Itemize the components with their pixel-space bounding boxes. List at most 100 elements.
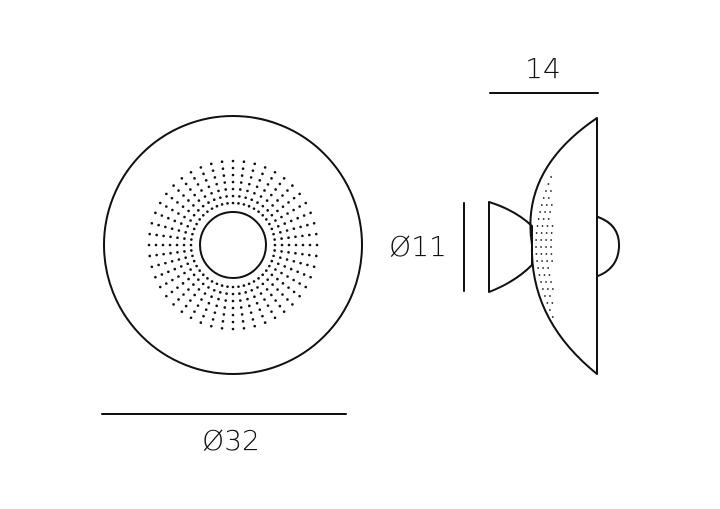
front-bulb-hole xyxy=(199,211,267,279)
perforation-dot xyxy=(270,193,273,197)
perforation-dot xyxy=(286,298,289,301)
perforation-dot xyxy=(225,195,228,198)
side-perforation-dot xyxy=(535,253,538,255)
perforation-dot xyxy=(207,185,211,189)
side-perforation-dot xyxy=(542,218,545,220)
side-perforation-dot xyxy=(542,197,545,199)
perforation-dot xyxy=(219,291,222,294)
perforation-dot xyxy=(249,311,253,314)
perforation-dot xyxy=(287,286,290,289)
perforation-dot xyxy=(280,250,283,253)
side-base-mount xyxy=(488,201,533,293)
perforation-dot xyxy=(285,258,289,261)
perforation-dot xyxy=(298,294,301,298)
perforation-dot xyxy=(189,268,192,271)
perforation-dot xyxy=(222,174,226,177)
base-diameter-label: Ø11 xyxy=(389,230,447,263)
perforation-dot xyxy=(189,243,193,247)
depth-label: 14 xyxy=(525,52,561,85)
perforation-dot xyxy=(248,182,251,186)
perforation-dot xyxy=(266,183,270,186)
perforation-dot xyxy=(306,223,309,227)
perforation-dot xyxy=(259,292,263,295)
side-perforation-dot xyxy=(535,239,538,241)
perforation-dot xyxy=(183,271,186,275)
perforation-dot xyxy=(292,278,295,282)
perforation-dot xyxy=(304,285,308,289)
perforation-dot xyxy=(169,251,172,255)
perforation-dot xyxy=(221,167,225,170)
perforation-dot xyxy=(256,286,259,289)
perforation-dot xyxy=(165,282,168,285)
perforation-dot xyxy=(160,273,164,276)
perforation-dot xyxy=(282,310,286,313)
perforation-dot xyxy=(231,299,235,303)
perforation-dot xyxy=(207,301,211,305)
perforation-dot xyxy=(176,286,179,289)
perforation-dot xyxy=(190,238,193,241)
perforation-dot xyxy=(247,282,251,286)
perforation-dot xyxy=(187,277,190,281)
perforation-dot xyxy=(231,327,235,331)
perforation-dot xyxy=(223,181,227,184)
perforation-dot xyxy=(263,189,266,192)
perforation-dot xyxy=(231,306,235,310)
side-perforation-dot xyxy=(541,225,544,227)
perforation-dot xyxy=(231,180,235,184)
perforation-dot xyxy=(177,189,180,192)
perforation-dot xyxy=(253,324,257,328)
perforation-dot xyxy=(154,211,157,215)
perforation-dot xyxy=(309,211,312,215)
side-perforation-dot xyxy=(542,267,545,269)
side-shade xyxy=(529,117,598,375)
perforation-dot xyxy=(292,227,296,230)
side-perforation-dot xyxy=(549,309,551,311)
perforation-dot xyxy=(302,214,306,217)
perforation-dot xyxy=(183,215,186,219)
side-perforation-dot xyxy=(538,274,541,276)
perforation-dot xyxy=(209,162,213,166)
side-perforation-dot xyxy=(551,288,554,290)
perforation-dot xyxy=(207,286,210,289)
perforation-dot xyxy=(183,237,186,240)
perforation-dot xyxy=(242,160,246,164)
perforation-dot xyxy=(255,301,259,305)
side-perforation-dot xyxy=(540,204,543,206)
side-perforation-dot xyxy=(541,260,544,262)
perforation-dot xyxy=(286,189,289,192)
perforation-dot xyxy=(154,275,157,279)
perforation-dot xyxy=(270,259,274,263)
perforation-dot xyxy=(190,249,193,252)
perforation-dot xyxy=(168,243,172,247)
perforation-dot xyxy=(189,219,192,222)
perforation-dot xyxy=(274,188,277,191)
perforation-dot xyxy=(176,236,179,239)
perforation-dot xyxy=(286,212,289,215)
perforation-dot xyxy=(177,275,180,278)
perforation-dot xyxy=(273,316,277,320)
perforation-dot xyxy=(231,187,235,191)
perforation-dot xyxy=(261,314,264,318)
perforation-dot xyxy=(215,282,219,286)
side-perforation-dot xyxy=(540,246,542,248)
perforation-dot xyxy=(179,265,183,268)
perforation-dot xyxy=(183,250,186,253)
perforation-dot xyxy=(289,219,293,223)
perforation-dot xyxy=(265,269,268,272)
perforation-dot xyxy=(231,320,235,324)
perforation-dot xyxy=(294,235,297,239)
perforation-dot xyxy=(204,308,208,311)
perforation-dot xyxy=(177,258,181,261)
side-perforation-dot xyxy=(550,239,553,241)
perforation-dot xyxy=(157,263,160,267)
perforation-dot xyxy=(160,214,164,217)
perforation-dot xyxy=(197,199,201,202)
perforation-dot xyxy=(171,208,174,212)
perforation-dot xyxy=(182,194,185,197)
perforation-dot xyxy=(207,201,210,204)
perforation-dot xyxy=(276,209,279,213)
perforation-dot xyxy=(193,310,196,313)
perforation-dot xyxy=(294,243,298,247)
perforation-dot xyxy=(306,263,309,267)
perforation-dot xyxy=(279,231,282,234)
